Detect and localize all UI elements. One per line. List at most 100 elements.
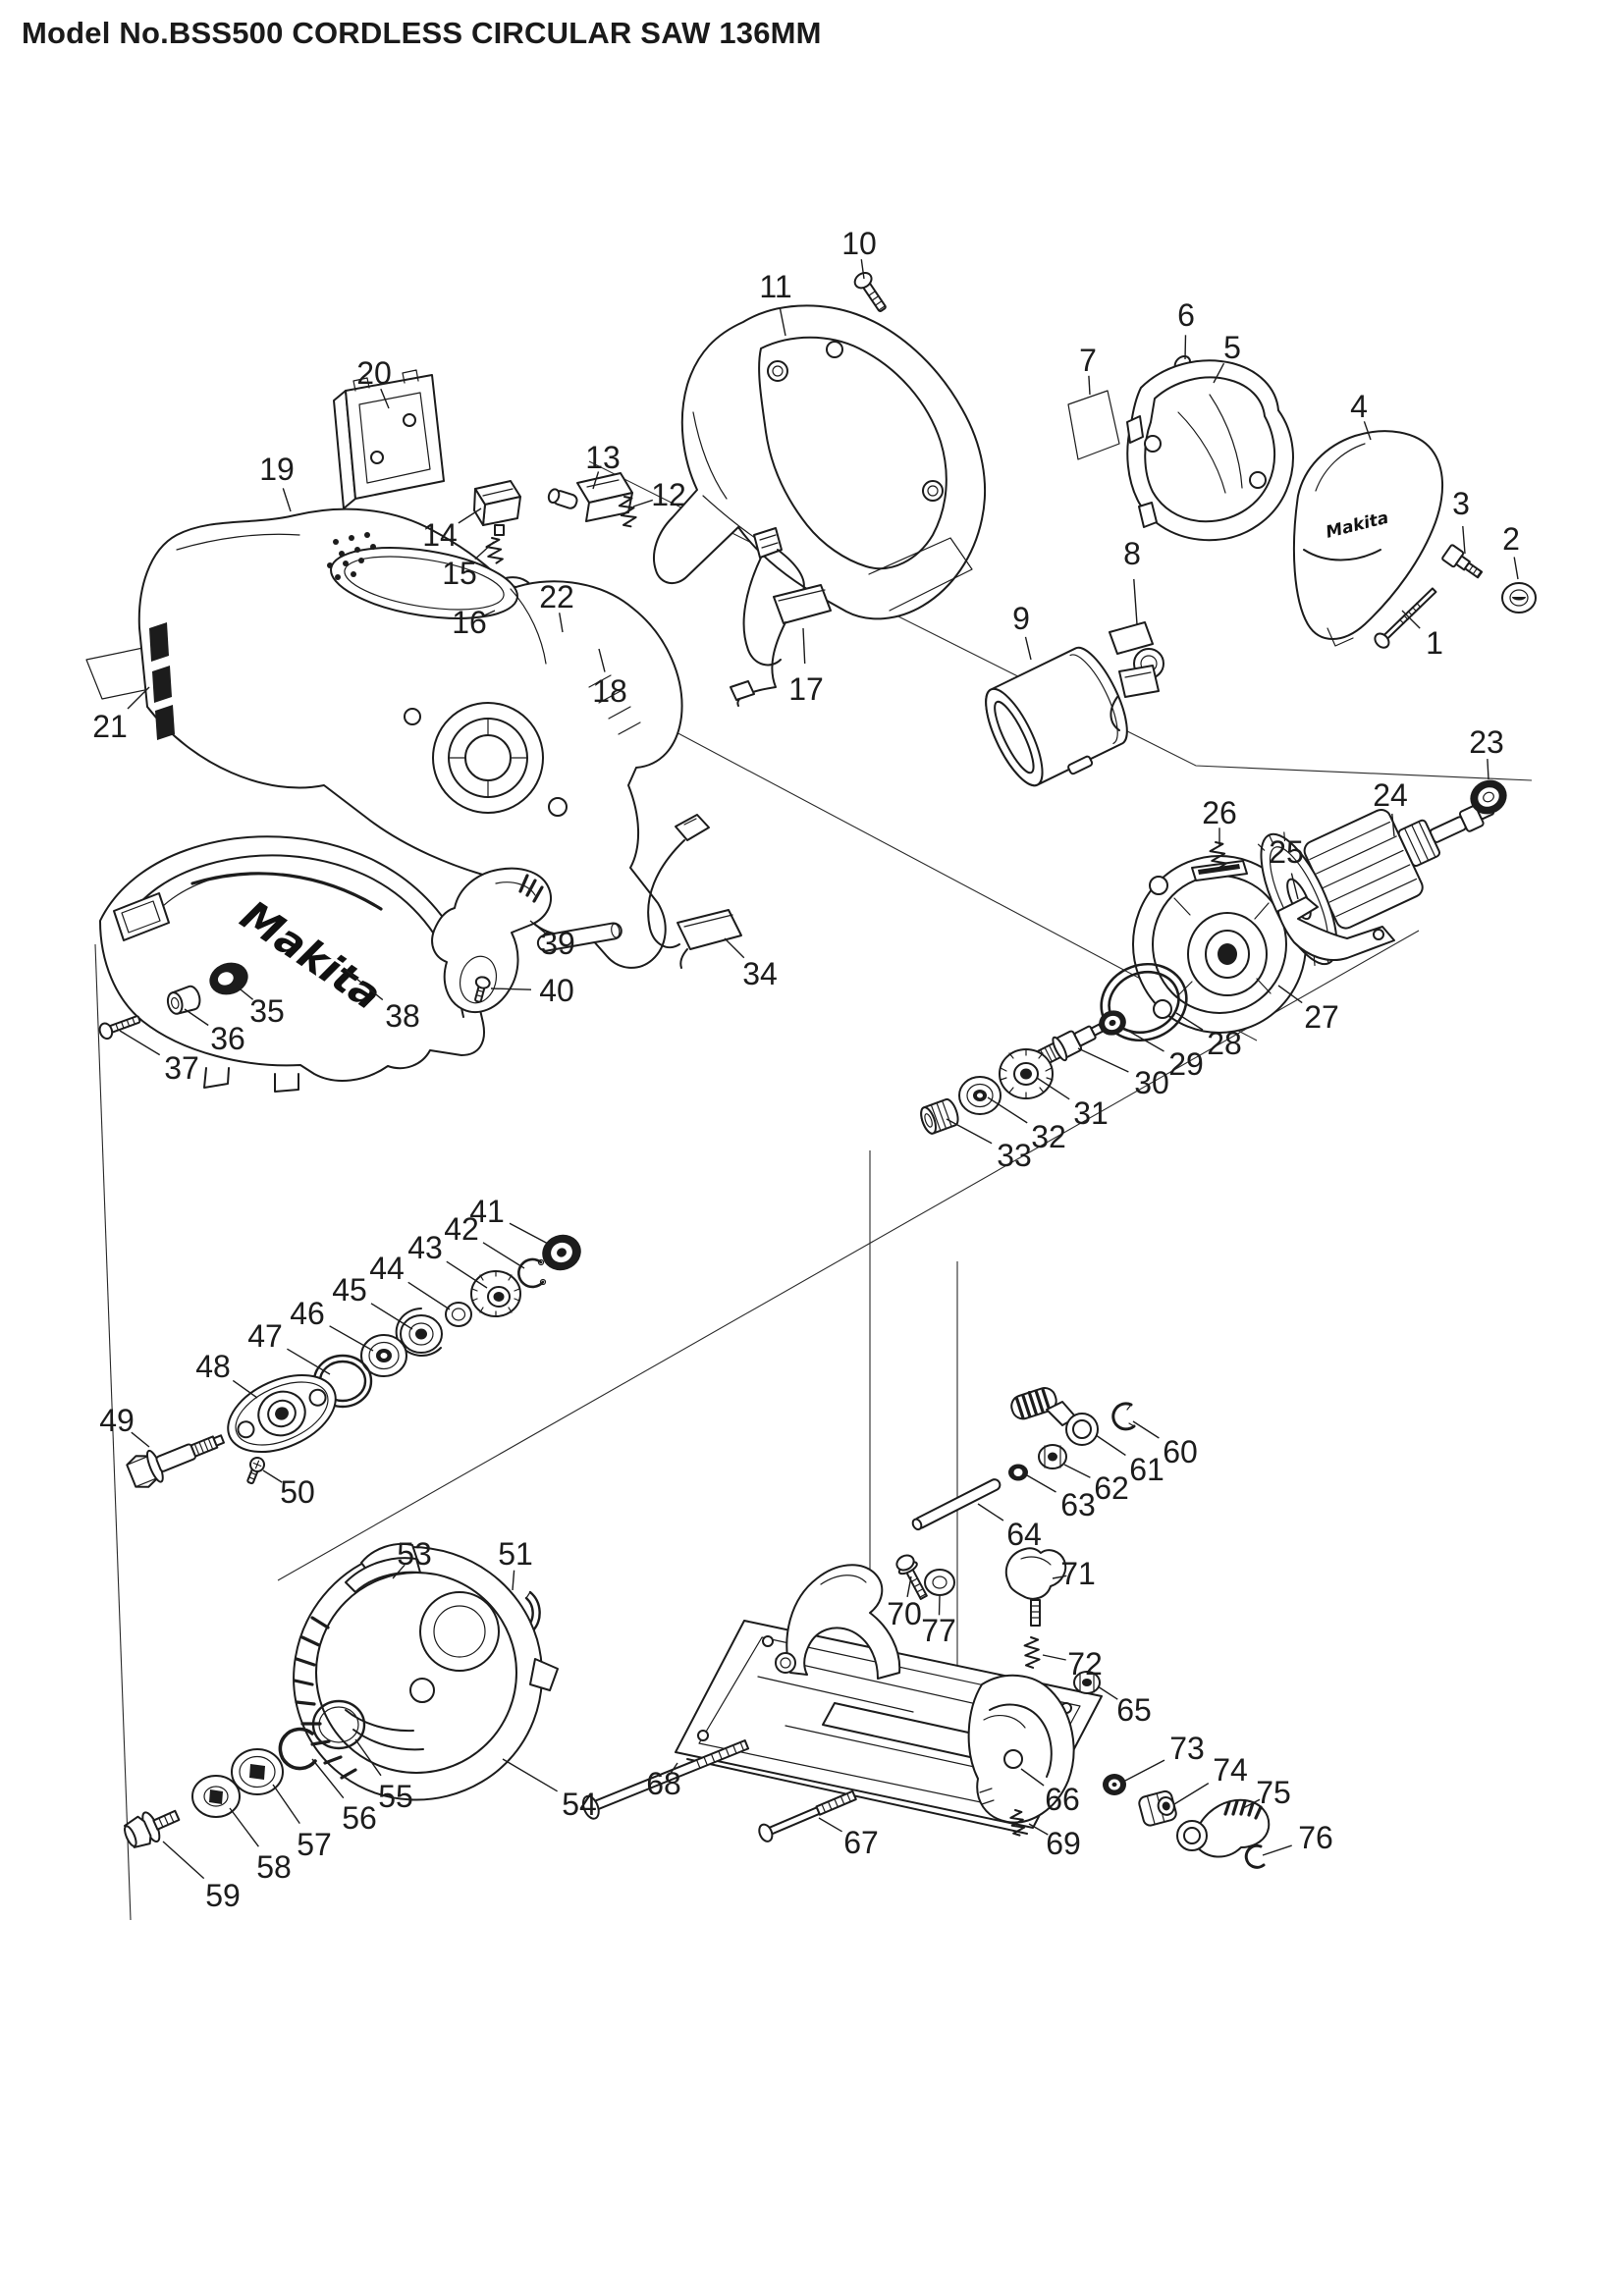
part-label-2: 2 bbox=[1502, 521, 1520, 557]
part-leader-30 bbox=[1077, 1047, 1129, 1073]
part-59-hex-bolt bbox=[124, 1809, 181, 1848]
part-leader-77 bbox=[938, 1595, 941, 1616]
part-43-gear-wheel bbox=[470, 1270, 521, 1317]
part-leader-31 bbox=[1036, 1077, 1070, 1100]
part-23-bearing bbox=[1470, 779, 1507, 815]
part-44-spacer bbox=[445, 1302, 472, 1327]
part-26-spring bbox=[1209, 841, 1227, 869]
part-leader-63 bbox=[1026, 1474, 1056, 1493]
part-leader-70 bbox=[906, 1575, 912, 1598]
part-76-clip bbox=[1244, 1843, 1266, 1869]
part-leader-50 bbox=[262, 1469, 283, 1483]
part-label-53: 53 bbox=[397, 1536, 432, 1572]
part-label-37: 37 bbox=[164, 1050, 199, 1086]
part-leader-62 bbox=[1063, 1464, 1091, 1478]
part-label-72: 72 bbox=[1067, 1646, 1103, 1682]
part-label-62: 62 bbox=[1094, 1470, 1129, 1506]
part-8-brush-holder bbox=[1109, 621, 1164, 731]
part-75-clamp-lever bbox=[1176, 1798, 1271, 1858]
part-label-60: 60 bbox=[1163, 1434, 1198, 1469]
part-leader-67 bbox=[818, 1817, 842, 1833]
part-73-washer bbox=[1103, 1774, 1126, 1795]
part-label-21: 21 bbox=[92, 709, 128, 744]
part-label-32: 32 bbox=[1031, 1119, 1066, 1154]
part-29-bearing bbox=[1099, 1010, 1126, 1036]
part-77-washer bbox=[924, 1569, 955, 1596]
part-label-26: 26 bbox=[1202, 795, 1237, 830]
part-leader-33 bbox=[946, 1118, 993, 1145]
part-label-65: 65 bbox=[1116, 1692, 1152, 1728]
part-leader-15 bbox=[474, 541, 495, 561]
part-leader-48 bbox=[232, 1379, 258, 1399]
part-12-spring bbox=[618, 496, 637, 528]
part-20-terminal-plate bbox=[333, 369, 445, 509]
part-55-ring bbox=[311, 1699, 366, 1750]
part-label-47: 47 bbox=[247, 1318, 283, 1354]
part-50-screw bbox=[246, 1457, 265, 1485]
part-leader-44 bbox=[407, 1281, 451, 1310]
part-leader-4 bbox=[1363, 421, 1372, 441]
part-5-rear-cover bbox=[1126, 359, 1294, 542]
part-leader-22 bbox=[559, 613, 564, 633]
part-leader-72 bbox=[1042, 1654, 1066, 1661]
part-label-25: 25 bbox=[1269, 834, 1304, 870]
part-67-bolt bbox=[758, 1789, 857, 1842]
part-leader-57 bbox=[272, 1784, 300, 1824]
part-15-spring bbox=[485, 537, 504, 564]
part-leader-43 bbox=[446, 1260, 488, 1289]
part-41-bearing bbox=[542, 1234, 581, 1271]
part-label-1: 1 bbox=[1426, 625, 1443, 661]
axle-pin bbox=[536, 922, 623, 952]
part-19-motor-housing bbox=[137, 507, 683, 969]
part-leader-20 bbox=[380, 388, 390, 409]
part-31-gear bbox=[999, 1048, 1054, 1099]
part-leader-51 bbox=[512, 1570, 515, 1591]
part-leader-38 bbox=[345, 969, 384, 1001]
part-label-58: 58 bbox=[256, 1849, 292, 1885]
part-17-switch-wiring bbox=[730, 527, 832, 707]
part-leader-42 bbox=[482, 1242, 525, 1269]
part-leader-21 bbox=[127, 686, 150, 710]
part-leader-19 bbox=[282, 488, 292, 512]
part-leader-5 bbox=[1213, 362, 1225, 384]
part-label-5: 5 bbox=[1223, 330, 1241, 365]
part-label-46: 46 bbox=[290, 1296, 325, 1331]
part-leader-60 bbox=[1132, 1420, 1160, 1439]
part-49-spindle-shaft bbox=[126, 1434, 226, 1488]
part-leader-7 bbox=[1088, 375, 1091, 396]
part-leader-32 bbox=[987, 1096, 1028, 1124]
part-leader-16 bbox=[480, 610, 496, 618]
part-2-cap bbox=[1501, 582, 1537, 614]
part-label-23: 23 bbox=[1469, 724, 1504, 760]
part-label-8: 8 bbox=[1123, 536, 1141, 571]
part-label-69: 69 bbox=[1046, 1826, 1081, 1861]
part-leader-45 bbox=[370, 1303, 413, 1330]
part-label-44: 44 bbox=[369, 1251, 405, 1286]
part-label-17: 17 bbox=[788, 671, 824, 707]
part-label-70: 70 bbox=[887, 1596, 922, 1631]
part-leader-14 bbox=[458, 507, 482, 524]
part-74-nut bbox=[1138, 1789, 1177, 1827]
part-label-7: 7 bbox=[1079, 343, 1097, 378]
part-label-77: 77 bbox=[921, 1613, 956, 1648]
part-label-36: 36 bbox=[210, 1021, 245, 1056]
part-label-19: 19 bbox=[259, 452, 295, 487]
part-label-28: 28 bbox=[1207, 1026, 1242, 1061]
part-leader-10 bbox=[860, 259, 865, 280]
part-leader-24 bbox=[1391, 813, 1395, 837]
part-label-68: 68 bbox=[646, 1766, 681, 1801]
part-71-wing-bolt bbox=[1004, 1547, 1067, 1627]
part-32-bearing bbox=[958, 1076, 1001, 1115]
part-leader-34 bbox=[724, 937, 745, 959]
part-label-56: 56 bbox=[342, 1800, 377, 1836]
part-leader-76 bbox=[1262, 1844, 1292, 1856]
part-leader-17 bbox=[802, 627, 806, 665]
part-label-71: 71 bbox=[1060, 1556, 1096, 1591]
part-leader-8 bbox=[1133, 578, 1138, 625]
part-11-handle-housing bbox=[653, 304, 987, 620]
part-48-bearing-box bbox=[227, 1373, 337, 1454]
part-leader-66 bbox=[1020, 1768, 1045, 1787]
part-label-13: 13 bbox=[585, 440, 621, 475]
part-13-lock-off-button bbox=[547, 472, 633, 522]
